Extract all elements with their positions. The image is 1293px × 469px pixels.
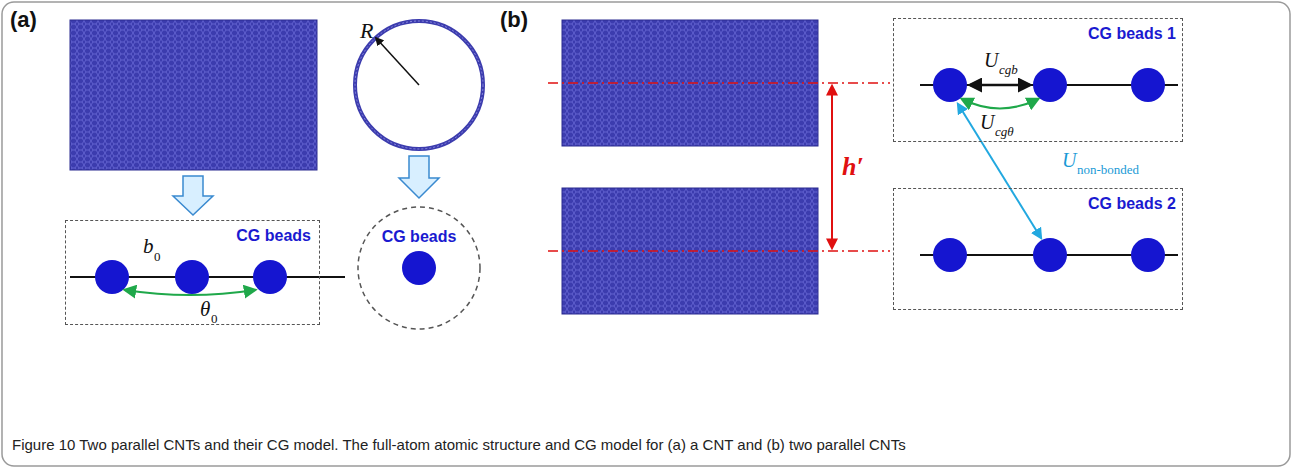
subscript: non-bonded bbox=[1077, 163, 1139, 176]
angle-arrow bbox=[962, 99, 1038, 109]
bond-arrow bbox=[970, 84, 1030, 87]
cg-bead bbox=[402, 251, 436, 285]
cg-model-box: CG beads 1 bbox=[893, 18, 1183, 142]
cg-beads-label: CG beads 2 bbox=[894, 195, 1182, 213]
nonbonded-energy-label: U bbox=[1062, 150, 1076, 170]
dashed-circle-outline bbox=[357, 206, 481, 330]
subscript: cgb bbox=[999, 63, 1018, 76]
cg-beads-label: CG beads bbox=[357, 228, 481, 246]
panel-label: (b) bbox=[500, 9, 528, 31]
cg-bead bbox=[1131, 238, 1165, 272]
cg-bead bbox=[95, 260, 129, 294]
angle-arrow bbox=[125, 290, 255, 295]
bond-energy-label: U bbox=[984, 50, 998, 70]
cg-bead bbox=[175, 260, 209, 294]
axis-line bbox=[548, 82, 890, 84]
bond-length-label: b bbox=[143, 236, 154, 257]
cg-bead bbox=[933, 68, 967, 102]
cg-cross-section-circle: CG beads bbox=[357, 206, 481, 330]
radius-label: R bbox=[360, 20, 373, 42]
subscript: 0 bbox=[211, 312, 218, 325]
cg-bead bbox=[933, 238, 967, 272]
cg-bead bbox=[1131, 68, 1165, 102]
cg-bead bbox=[1033, 68, 1067, 102]
cnt-cross-section bbox=[355, 21, 483, 149]
nonbonded-arrow bbox=[958, 104, 1041, 238]
cg-beads-label: CG beads bbox=[66, 227, 319, 245]
figure-caption: Figure 10 Two parallel CNTs and their CG… bbox=[12, 436, 906, 453]
cg-model-box: CG beads bbox=[65, 220, 320, 325]
axis-line bbox=[548, 250, 890, 252]
cnt-side-view bbox=[70, 20, 317, 170]
subscript: 0 bbox=[154, 250, 161, 263]
radius-arrow bbox=[376, 38, 419, 85]
spacing-arrow bbox=[831, 86, 833, 248]
cg-bead bbox=[253, 260, 287, 294]
angle-energy-label: U bbox=[980, 112, 994, 132]
subscript: cgθ bbox=[995, 125, 1014, 138]
cg-model-box: CG beads 2 bbox=[893, 188, 1183, 310]
spacing-label: h′ bbox=[842, 154, 864, 180]
cg-beads-label: CG beads 1 bbox=[894, 25, 1182, 43]
panel-label: (a) bbox=[10, 9, 37, 31]
map-arrow bbox=[173, 176, 213, 215]
map-arrow bbox=[399, 156, 439, 198]
cg-bead bbox=[1033, 238, 1067, 272]
angle-label: θ bbox=[200, 299, 210, 320]
